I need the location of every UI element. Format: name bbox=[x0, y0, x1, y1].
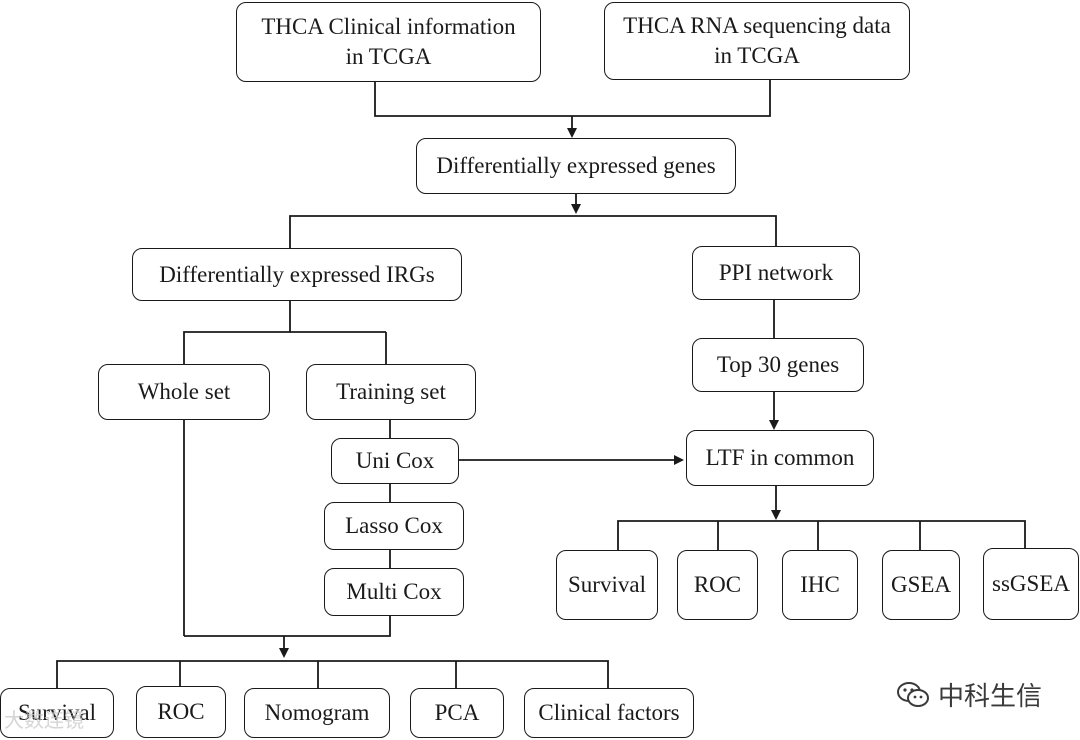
watermark-brand: 中科生信 bbox=[896, 676, 1042, 713]
node-lasso-cox: Lasso Cox bbox=[324, 502, 464, 550]
node-rna-seq: THCA RNA sequencing data in TCGA bbox=[604, 2, 910, 80]
watermark-left: 大数连镜 bbox=[4, 708, 84, 732]
node-whole-set: Whole set bbox=[98, 364, 270, 420]
node-bottom-pca: PCA bbox=[410, 688, 504, 738]
wechat-icon bbox=[896, 680, 930, 710]
edge-right-bar bbox=[617, 520, 1026, 550]
edge-clinical-merge bbox=[374, 80, 771, 117]
node-bottom-clinical-factors: Clinical factors bbox=[524, 688, 694, 738]
node-multi-cox: Multi Cox bbox=[324, 568, 464, 616]
node-right-gsea: GSEA bbox=[882, 550, 960, 620]
edge-split-bar bbox=[289, 215, 777, 248]
edge-multi-down bbox=[184, 616, 391, 637]
node-right-ihc: IHC bbox=[782, 550, 858, 620]
node-bottom-roc: ROC bbox=[136, 686, 226, 738]
node-bottom-survival: Survival bbox=[0, 688, 114, 738]
watermark-brand-text: 中科生信 bbox=[937, 682, 1042, 712]
node-training-set: Training set bbox=[306, 364, 476, 420]
node-bottom-nomogram: Nomogram bbox=[244, 688, 390, 738]
node-clinical-info: THCA Clinical information in TCGA bbox=[236, 2, 541, 82]
node-deg: Differentially expressed genes bbox=[416, 138, 736, 194]
node-ppi-network: PPI network bbox=[692, 246, 860, 300]
node-right-ssgsea: ssGSEA bbox=[983, 548, 1079, 620]
edge-bottom-bar bbox=[56, 660, 609, 688]
node-uni-cox: Uni Cox bbox=[331, 438, 459, 484]
node-right-roc: ROC bbox=[677, 550, 758, 620]
node-top30-genes: Top 30 genes bbox=[692, 338, 864, 392]
node-de-irgs: Differentially expressed IRGs bbox=[132, 248, 462, 301]
node-ltf-common: LTF in common bbox=[686, 430, 874, 486]
edge-irgs-split bbox=[183, 301, 291, 364]
node-right-survival: Survival bbox=[556, 550, 658, 620]
